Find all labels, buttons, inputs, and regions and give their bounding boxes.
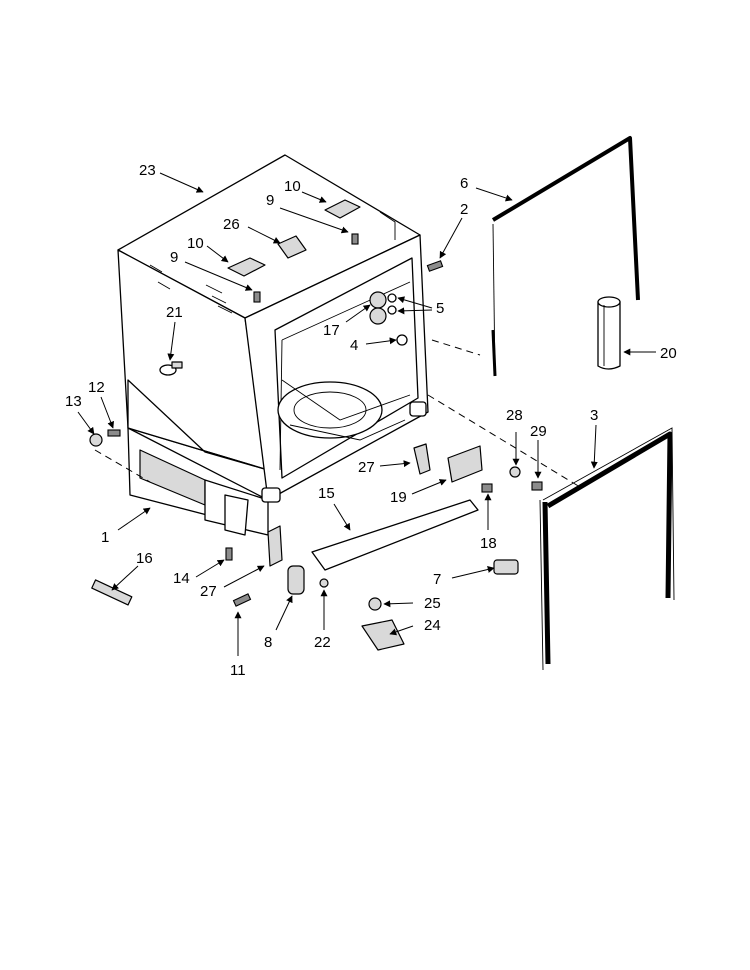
grommets-5 (387, 293, 397, 315)
latch-7 (493, 559, 519, 575)
callout-10-top: 10 (284, 178, 301, 195)
top-bracket-right (324, 199, 361, 219)
assembly-line-c (94, 449, 151, 483)
nut-22 (319, 578, 329, 588)
assembly-line-a (431, 339, 481, 356)
screw-11 (232, 593, 252, 607)
hinge-bracket-27-right (413, 443, 431, 475)
door-gasket-6 (491, 136, 640, 377)
side-plug-21 (159, 361, 183, 376)
spring-16 (91, 579, 133, 606)
callout-9-left: 9 (170, 249, 178, 266)
callout-21: 21 (166, 304, 183, 321)
callout-7: 7 (433, 571, 441, 588)
callout-24: 24 (424, 617, 441, 634)
callout-19: 19 (390, 489, 407, 506)
bearing-17 (369, 291, 387, 325)
hinge-bracket-27-left (267, 525, 283, 567)
callout-labels: 23 10 9 26 10 9 21 6 2 5 17 4 20 12 13 3… (65, 162, 677, 679)
callout-10-left: 10 (187, 235, 204, 252)
hinge-8 (287, 565, 305, 595)
screw-14 (225, 547, 233, 561)
callout-2: 2 (460, 201, 468, 218)
callout-12: 12 (88, 379, 105, 396)
tub-seal-3 (539, 427, 675, 671)
washer-28 (509, 466, 521, 478)
callout-16: 16 (136, 550, 153, 567)
callout-14: 14 (173, 570, 190, 587)
callout-11: 11 (230, 662, 246, 679)
callout-23: 23 (139, 162, 156, 179)
screw-18 (481, 483, 493, 493)
screw-29 (531, 481, 543, 491)
vent-part-4 (396, 334, 408, 346)
callout-9-top: 9 (266, 192, 274, 209)
top-screw-right (351, 233, 359, 245)
callout-18: 18 (480, 535, 497, 552)
callout-15: 15 (318, 485, 335, 502)
leader-lines (77, 172, 656, 656)
callout-8: 8 (264, 634, 272, 651)
screw-12 (107, 429, 121, 437)
top-screw-left (253, 291, 261, 303)
top-bracket-left (227, 257, 266, 277)
top-clip-26 (277, 235, 307, 259)
callout-17: 17 (323, 322, 340, 339)
callout-5: 5 (436, 300, 444, 317)
bracket-24 (361, 619, 405, 651)
callout-20: 20 (660, 345, 677, 362)
callout-6: 6 (460, 175, 468, 192)
callout-29: 29 (530, 423, 547, 440)
callout-13: 13 (65, 393, 82, 410)
callout-25: 25 (424, 595, 441, 612)
callout-28: 28 (506, 407, 523, 424)
leveling-leg-13 (89, 433, 103, 447)
callout-26: 26 (223, 216, 240, 233)
clip-25 (368, 597, 382, 611)
screw-2 (426, 260, 444, 272)
tub-assembly (117, 154, 429, 536)
callout-4: 4 (350, 337, 358, 354)
callout-22: 22 (314, 634, 331, 651)
strip-20 (597, 296, 621, 370)
callout-3: 3 (590, 407, 598, 424)
callout-27-left: 27 (200, 583, 217, 600)
callout-27-right: 27 (358, 459, 375, 476)
bracket-19 (447, 445, 483, 483)
callout-1: 1 (101, 529, 109, 546)
panel-15 (311, 499, 479, 571)
assembly-line-b (427, 394, 581, 488)
